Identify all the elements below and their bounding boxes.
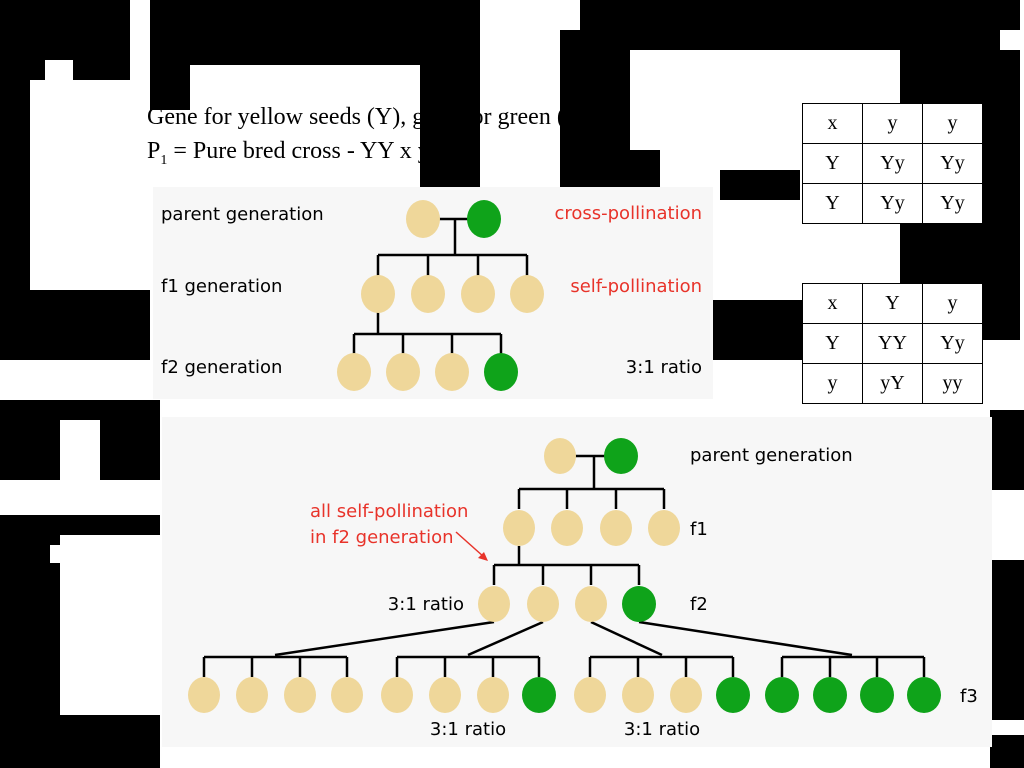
seed-yellow bbox=[622, 677, 654, 713]
seed-green bbox=[622, 586, 656, 622]
punnett-cell: y bbox=[862, 103, 923, 144]
seed-yellow bbox=[477, 677, 509, 713]
seed-yellow bbox=[337, 353, 371, 391]
punnett-cell: y bbox=[802, 363, 863, 404]
label-f1-generation: f1 generation bbox=[161, 276, 282, 297]
punnett-square-top: x y y Y Yy Yy Y Yy Yy bbox=[802, 103, 983, 224]
arrow-head-icon bbox=[478, 552, 488, 561]
seed-yellow bbox=[411, 275, 445, 313]
label-f2-generation: f2 generation bbox=[161, 357, 282, 378]
seed-yellow bbox=[331, 677, 363, 713]
diagram-bottom-svg: parent generation f1 f2 f3 all self-poll… bbox=[188, 438, 978, 740]
annotation-line-1: all self-pollination bbox=[310, 501, 468, 522]
tree-line bbox=[467, 620, 544, 657]
diagram-top-svg: parent generation f1 generation f2 gener… bbox=[161, 200, 702, 391]
tree-line bbox=[638, 620, 853, 657]
seed-yellow bbox=[429, 677, 461, 713]
seed-yellow bbox=[435, 353, 469, 391]
seed-yellow bbox=[236, 677, 268, 713]
punnett-cell: yy bbox=[922, 363, 983, 404]
label-f2: f2 bbox=[690, 594, 708, 615]
punnett-cell: Yy bbox=[862, 183, 923, 224]
seed-yellow bbox=[670, 677, 702, 713]
seed-yellow bbox=[510, 275, 544, 313]
cross-description: = Pure bred cross - YY x yy bbox=[167, 138, 442, 164]
punnett-cell: Y bbox=[802, 183, 863, 224]
slide-line-2: P1 = Pure bred cross - YY x yy bbox=[147, 138, 442, 169]
label-ratio: 3:1 ratio bbox=[626, 357, 702, 378]
p1-subscript: 1 bbox=[160, 152, 168, 168]
label-parent-generation: parent generation bbox=[161, 204, 324, 225]
seed-green bbox=[484, 353, 518, 391]
seed-yellow bbox=[406, 200, 440, 238]
seed-green bbox=[860, 677, 894, 713]
seed-yellow bbox=[381, 677, 413, 713]
seed-green bbox=[467, 200, 501, 238]
punnett-cell: Y bbox=[802, 143, 863, 184]
label-self-pollination: self-pollination bbox=[570, 276, 702, 297]
seed-yellow bbox=[575, 586, 607, 622]
p1-label: P bbox=[147, 138, 161, 164]
punnett-cell: Yy bbox=[862, 143, 923, 184]
seed-yellow bbox=[284, 677, 316, 713]
punnett-cell: x bbox=[802, 283, 863, 324]
seed-green bbox=[604, 438, 638, 474]
seed-yellow bbox=[503, 510, 535, 546]
gene-description: Gene for yellow seeds (Y), gene for gree… bbox=[147, 104, 585, 130]
label-cross-pollination: cross-pollination bbox=[554, 203, 702, 224]
punnett-cell: x bbox=[802, 103, 863, 144]
punnett-cell: Y bbox=[802, 323, 863, 364]
seed-green bbox=[813, 677, 847, 713]
label-ratio-group-c: 3:1 ratio bbox=[624, 719, 700, 740]
slide-line-1: Gene for yellow seeds (Y), gene for gree… bbox=[147, 104, 585, 131]
seed-yellow bbox=[478, 586, 510, 622]
label-ratio-f2: 3:1 ratio bbox=[388, 594, 464, 615]
seed-yellow bbox=[527, 586, 559, 622]
punnett-cell: Yy bbox=[922, 143, 983, 184]
seed-yellow bbox=[461, 275, 495, 313]
punnett-square-bottom: x Y y Y YY Yy y yY yy bbox=[802, 283, 983, 404]
seed-green bbox=[522, 677, 556, 713]
inheritance-diagram-bottom: parent generation f1 f2 f3 all self-poll… bbox=[162, 417, 992, 747]
punnett-cell: Yy bbox=[922, 183, 983, 224]
label-parent-generation: parent generation bbox=[690, 445, 853, 466]
seed-yellow bbox=[188, 677, 220, 713]
seed-yellow bbox=[648, 510, 680, 546]
annotation-arrow bbox=[455, 531, 485, 558]
label-ratio-group-b: 3:1 ratio bbox=[430, 719, 506, 740]
punnett-cell: yY bbox=[862, 363, 923, 404]
annotation-line-2: in f2 generation bbox=[310, 527, 454, 548]
punnett-cell: y bbox=[922, 103, 983, 144]
seed-yellow bbox=[600, 510, 632, 546]
seed-green bbox=[765, 677, 799, 713]
seed-green bbox=[907, 677, 941, 713]
inheritance-diagram-top: parent generation f1 generation f2 gener… bbox=[153, 187, 713, 399]
tree-line bbox=[274, 620, 495, 657]
punnett-cell: Y bbox=[862, 283, 923, 324]
punnett-cell: Yy bbox=[922, 323, 983, 364]
seed-yellow bbox=[574, 677, 606, 713]
punnett-cell: y bbox=[922, 283, 983, 324]
seed-yellow bbox=[544, 438, 576, 474]
seed-yellow bbox=[551, 510, 583, 546]
seed-green bbox=[716, 677, 750, 713]
seed-yellow bbox=[361, 275, 395, 313]
tree-line bbox=[590, 620, 663, 657]
seed-yellow bbox=[386, 353, 420, 391]
label-f3: f3 bbox=[960, 686, 978, 707]
punnett-cell: YY bbox=[862, 323, 923, 364]
label-f1: f1 bbox=[690, 519, 708, 540]
